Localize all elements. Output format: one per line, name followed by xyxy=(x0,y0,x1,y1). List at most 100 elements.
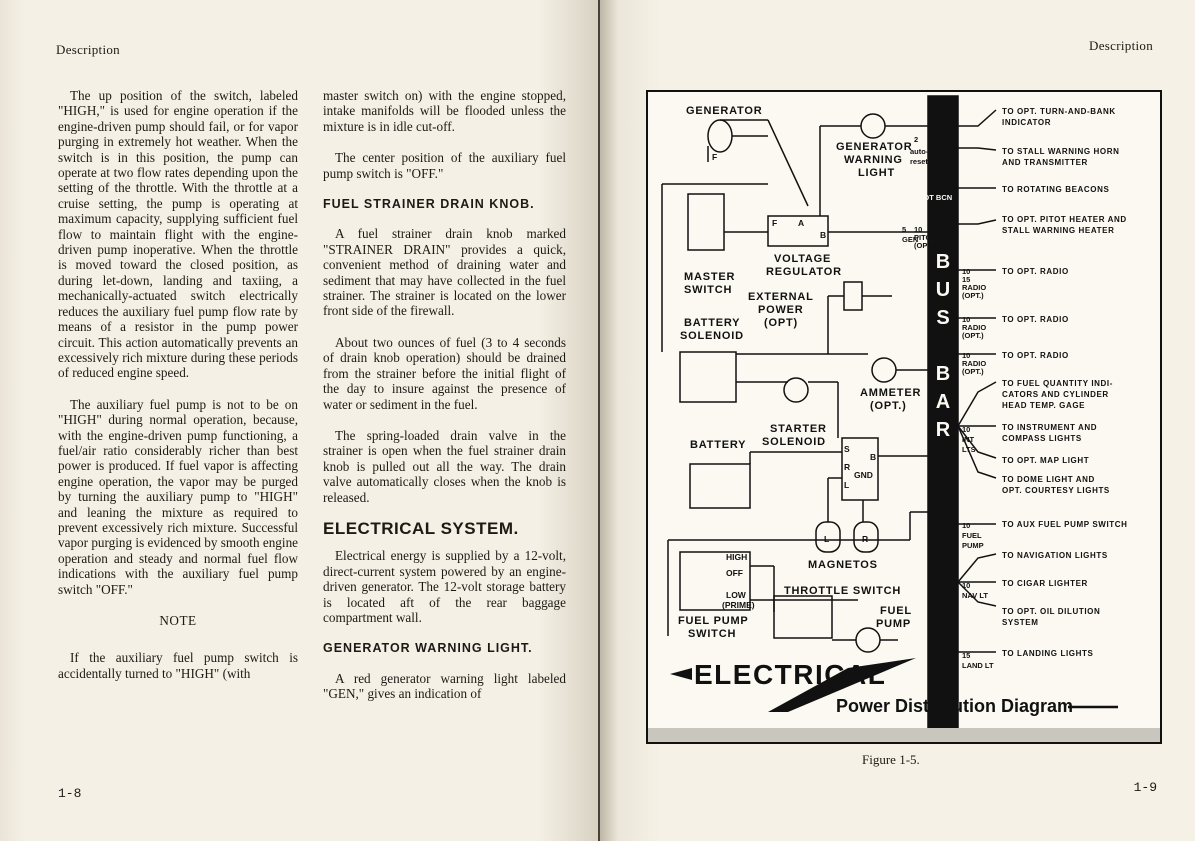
terminal-letter: F xyxy=(712,152,717,162)
paragraph: master switch on) with the engine stoppe… xyxy=(323,88,566,134)
output-label: TO INSTRUMENT AND xyxy=(1002,423,1097,432)
section-heading: FUEL STRAINER DRAIN KNOB. xyxy=(323,197,535,212)
output-label: TO OPT. RADIO xyxy=(1002,315,1069,324)
output-label: SYSTEM xyxy=(1002,618,1039,627)
page-header: Description xyxy=(56,42,120,57)
bus-letter: S xyxy=(936,307,949,329)
breaker-label: PUMP xyxy=(962,541,984,550)
generator-symbol xyxy=(707,119,733,153)
fuel-pump-label: PUMP xyxy=(876,618,911,630)
terminal-letter: F xyxy=(772,218,777,228)
breaker-label: LTS xyxy=(962,445,976,454)
starter-solenoid-label: SOLENOID xyxy=(762,436,826,448)
breaker-label: (OPT.) xyxy=(914,241,936,250)
breaker-label: ROT BCN xyxy=(918,193,952,202)
ammeter-label: (OPT.) xyxy=(870,400,907,412)
generator-label: GENERATOR xyxy=(686,105,762,117)
external-power-label: (OPT) xyxy=(764,317,798,329)
gen-warning-label: WARNING xyxy=(844,154,903,166)
magneto-letter: R xyxy=(862,534,868,544)
switch-position: LOW xyxy=(726,590,747,600)
output-label: TO ROTATING BEACONS xyxy=(1002,185,1109,194)
starter-solenoid-label: STARTER xyxy=(770,423,827,435)
wiring-diagram-svg: B U S B A R GENERATOR GENERATOR WARNING … xyxy=(648,95,1160,742)
external-power-label: EXTERNAL xyxy=(748,291,814,303)
fuel-pump-switch-box xyxy=(679,551,751,611)
switch-position: OFF xyxy=(726,568,743,578)
section-heading: ELECTRICAL SYSTEM. xyxy=(323,518,519,538)
breaker-rating: 2 xyxy=(914,135,918,144)
battery-label: BATTERY xyxy=(690,439,746,451)
gen-warning-label: GENERATOR xyxy=(836,141,912,153)
throttle-switch-box xyxy=(773,595,833,639)
output-label: TO FUEL QUANTITY INDI- xyxy=(1002,379,1113,388)
breaker-rating: 5 xyxy=(902,225,906,234)
throttle-switch-label: THROTTLE SWITCH xyxy=(784,585,901,597)
battery-symbol xyxy=(689,463,751,509)
paragraph: A fuel strainer drain knob marked "STRAI… xyxy=(323,226,566,319)
bus-letter: B xyxy=(936,251,950,273)
title-arrow-icon xyxy=(670,668,692,680)
text-column-1: The up position of the switch, labeled "… xyxy=(58,88,298,697)
breaker-label: RADIO xyxy=(962,359,986,368)
output-label: STALL WARNING HEATER xyxy=(1002,226,1114,235)
output-label: TO AUX FUEL PUMP SWITCH xyxy=(1002,520,1128,529)
fuel-pump-switch-label: FUEL PUMP xyxy=(678,615,749,627)
magneto-left-symbol xyxy=(815,521,841,553)
terminal-letter: B xyxy=(870,452,876,462)
title-bolt-graphic xyxy=(768,658,916,712)
paragraph: The up position of the switch, labeled "… xyxy=(58,88,298,381)
output-label: TO OPT. RADIO xyxy=(1002,267,1069,276)
voltage-regulator-label: REGULATOR xyxy=(766,266,842,278)
magnetos-label: MAGNETOS xyxy=(808,559,878,571)
output-label: TO LANDING LIGHTS xyxy=(1002,649,1093,658)
paragraph: About two ounces of fuel (3 to 4 seconds… xyxy=(323,334,566,412)
ignition-switch-box xyxy=(841,437,879,501)
starter-symbol xyxy=(783,377,809,403)
terminal-letter: A xyxy=(798,218,804,228)
terminal-letter: R xyxy=(844,462,850,472)
output-label: TO NAVIGATION LIGHTS xyxy=(1002,551,1108,560)
terminal-letter: B xyxy=(820,230,826,240)
bus-letter: R xyxy=(936,419,951,441)
paragraph: Electrical energy is supplied by a 12-vo… xyxy=(323,548,566,625)
page-number: 1-8 xyxy=(58,786,82,801)
page-header: Description xyxy=(1089,38,1153,53)
voltage-regulator-box xyxy=(767,215,829,247)
output-label: TO STALL WARNING HORN xyxy=(1002,147,1120,156)
breaker-rating: 10 xyxy=(962,521,970,530)
warning-light-symbol xyxy=(860,113,886,139)
output-label: TO CIGAR LIGHTER xyxy=(1002,579,1088,588)
diagram-subtitle: Power Distribution Diagram xyxy=(836,696,1073,716)
breaker-label: PITOT HT xyxy=(914,233,948,242)
magneto-right-symbol xyxy=(853,521,879,553)
fuel-pump-switch-label: SWITCH xyxy=(688,628,736,640)
breaker-label: LAND LT xyxy=(962,661,994,670)
breaker-rating: 10 xyxy=(962,425,970,434)
magneto-letter: L xyxy=(824,534,829,544)
fuel-pump-symbol xyxy=(855,627,881,653)
paragraph: The spring-loaded drain valve in the str… xyxy=(323,427,566,505)
switch-position: HIGH xyxy=(726,552,747,562)
master-switch-symbol xyxy=(687,193,725,251)
bus-letter: B xyxy=(936,363,950,385)
breaker-label: (OPT.) xyxy=(962,291,984,300)
breaker-label: NAV LT xyxy=(962,591,988,600)
right-page: Description xyxy=(600,0,1195,841)
output-label: AND TRANSMITTER xyxy=(1002,158,1088,167)
output-label: TO OPT. TURN-AND-BANK xyxy=(1002,107,1116,116)
battery-solenoid-label: BATTERY xyxy=(684,317,740,329)
breaker-rating: 15 xyxy=(962,651,970,660)
breaker-label: reset xyxy=(910,157,928,166)
bus-letter: A xyxy=(936,391,950,413)
external-power-label: POWER xyxy=(758,304,804,316)
battery-solenoid-label: SOLENOID xyxy=(680,330,744,342)
output-label: TO OPT. RADIO xyxy=(1002,351,1069,360)
halftone-strip xyxy=(648,728,1160,742)
external-power-receptacle xyxy=(843,281,863,311)
power-distribution-diagram: B U S B A R GENERATOR GENERATOR WARNING … xyxy=(646,90,1162,744)
output-label: COMPASS LIGHTS xyxy=(1002,434,1082,443)
ammeter-symbol xyxy=(871,357,897,383)
terminal-letter: S xyxy=(844,444,850,454)
breaker-label: INT xyxy=(962,435,975,444)
